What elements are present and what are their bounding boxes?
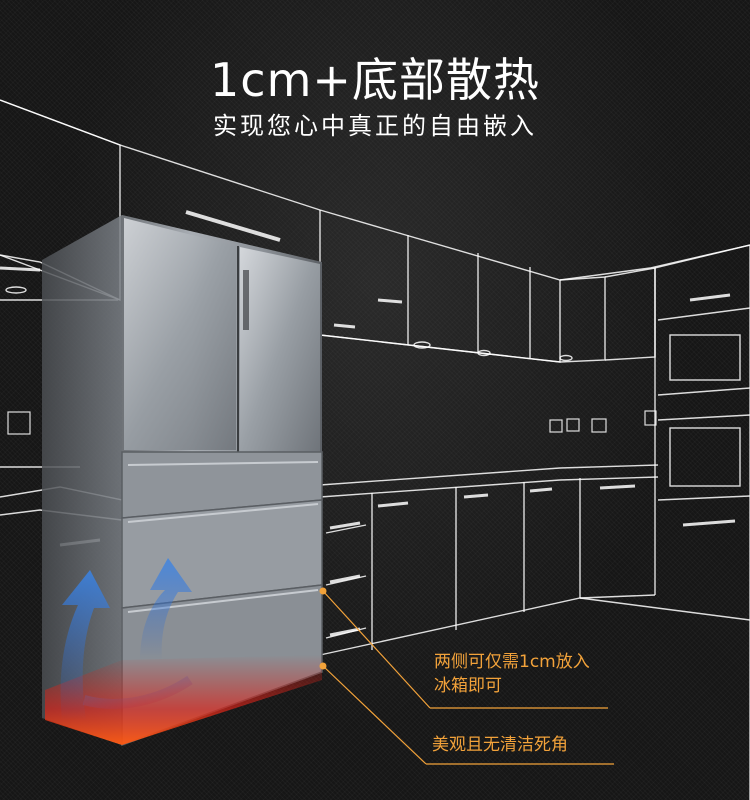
page-title: 1cm+底部散热	[210, 53, 540, 107]
callout-leaders	[322, 590, 614, 765]
page-subtitle: 实现您心中真正的自由嵌入	[213, 112, 537, 140]
no-dead-corner-callout: 美观且无清洁死角	[432, 733, 652, 757]
refrigerator	[42, 215, 323, 747]
callout-line: 两侧可仅需1cm放入	[434, 652, 590, 672]
wall-socket-icon	[7, 410, 657, 435]
callout-dots	[319, 587, 327, 670]
side-clearance-callout: 两侧可仅需1cm放入 冰箱即可	[434, 650, 634, 698]
callout-line: 美观且无清洁死角	[432, 735, 568, 755]
callout-line: 冰箱即可	[434, 676, 502, 696]
heat-glow-icon	[45, 655, 322, 745]
airflow-arrow-icon	[60, 558, 193, 720]
